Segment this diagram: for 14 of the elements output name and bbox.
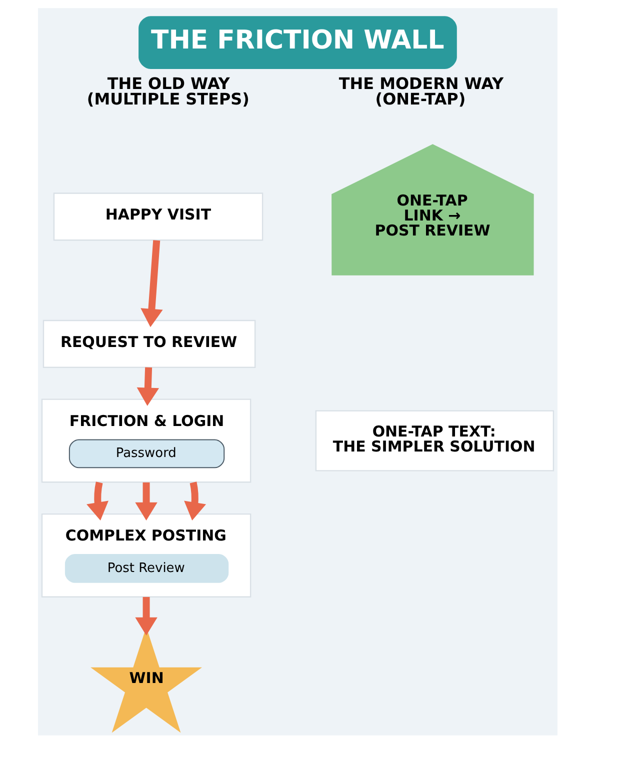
arrow bbox=[135, 482, 158, 521]
arrow bbox=[140, 240, 163, 328]
arrow bbox=[86, 482, 108, 520]
label: THE MODERN WAY (ONE-TAP) bbox=[338, 74, 504, 109]
node-box: COMPLEX POSTING Post Review bbox=[41, 513, 252, 598]
arrow bbox=[136, 367, 160, 406]
label: THE OLD WAY (MULTIPLE STEPS) bbox=[86, 74, 250, 109]
node-box: FRICTION & LOGIN Password bbox=[41, 398, 252, 483]
node-box: HAPPY VISIT bbox=[53, 192, 264, 241]
node-box: ONE-TAP TEXT: THE SIMPLER SOLUTION bbox=[315, 410, 554, 472]
node-box: REQUEST TO REVIEW bbox=[42, 320, 256, 368]
arrow bbox=[184, 482, 206, 520]
diagram-title: THE FRICTION WALL bbox=[151, 25, 444, 56]
arrow bbox=[135, 596, 158, 636]
